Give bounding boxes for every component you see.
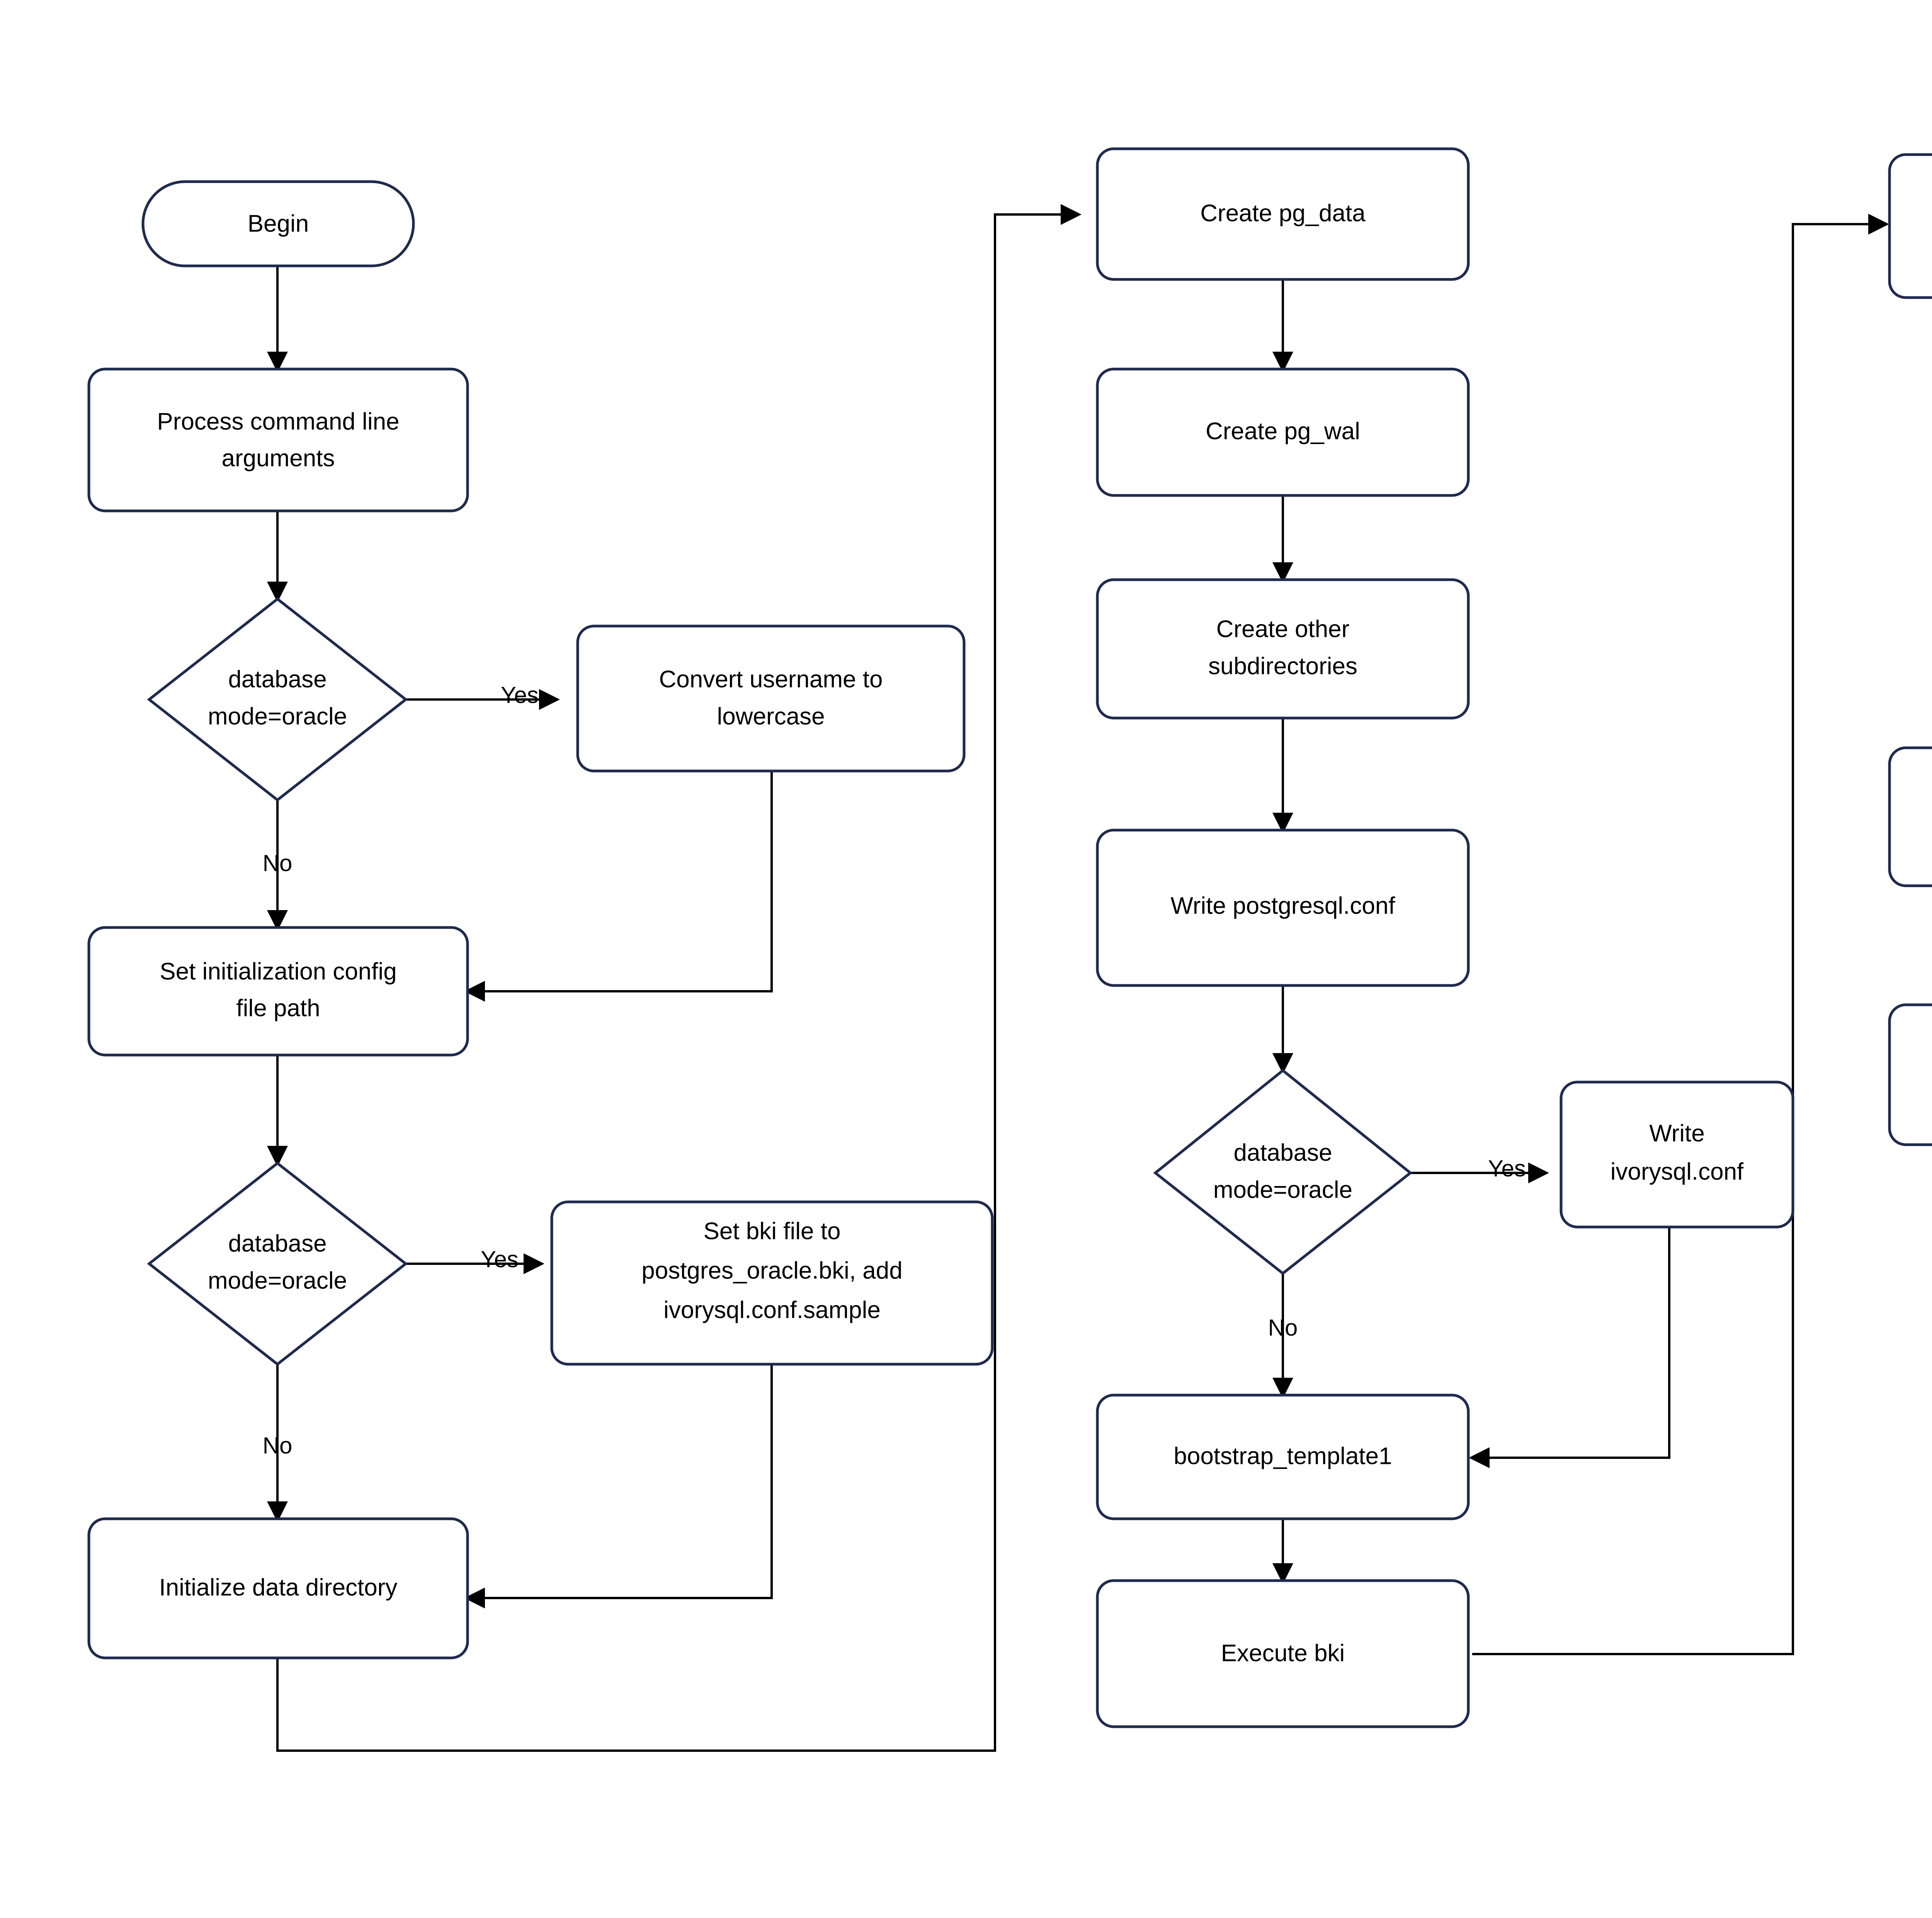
create-other-label-line1: Create other: [1216, 616, 1350, 642]
create-pg-wal-shape: [1096, 368, 1470, 497]
process-args-label-line1: Process command line: [157, 408, 399, 435]
node-decision-database-mode-oracle-1[interactable]: database mode=oracle: [147, 597, 408, 802]
load-templates-shape: [1888, 746, 1932, 887]
write-ivoryconf-shape: [1560, 1081, 1794, 1229]
edge-labels-layer: Yes No Yes No Yes No Yes No: [263, 682, 1526, 1458]
bootstrap-tmpl1-shape: [1096, 1394, 1470, 1520]
edge-label-yes-1: Yes: [501, 682, 539, 708]
edge-set-bki-file-to-init-data-dir: [464, 1364, 773, 1608]
node-load-template-databases[interactable]: Load template0, postgres, ivorysql datab…: [1888, 746, 1932, 887]
node-create-pg-data[interactable]: Create pg_data: [1096, 147, 1470, 281]
node-print-completion-message[interactable]: Print completion message: [1888, 1003, 1932, 1146]
create-other-label-line2: subdirectories: [1208, 653, 1357, 679]
init-db-objects-shape: [1888, 153, 1932, 299]
edge-label-no-2: No: [263, 1433, 293, 1458]
node-initialize-data-directory[interactable]: Initialize data directory: [87, 1517, 469, 1659]
process-args-label-line2: arguments: [222, 445, 335, 471]
node-bootstrap-template1[interactable]: bootstrap_template1: [1096, 1394, 1470, 1520]
node-initialize-database-objects[interactable]: Initialize database objects: [1888, 153, 1932, 299]
edge-convert-username-to-set-config-path: [464, 771, 773, 1002]
decision2-label-line2: mode=oracle: [208, 1267, 347, 1294]
decision2-shape: [147, 1161, 408, 1366]
node-write-postgresql-conf[interactable]: Write postgresql.conf: [1096, 829, 1470, 987]
begin-shape: [141, 180, 415, 267]
write-ivoryconf-label-line1: Write: [1649, 1120, 1705, 1147]
node-convert-username-to-lowercase[interactable]: Convert username to lowercase: [576, 625, 966, 773]
print-completion-shape: [1888, 1003, 1932, 1146]
edge-label-no-1: No: [263, 850, 293, 876]
convert-username-label-line1: Convert username to: [659, 666, 883, 693]
edge-execute-bki-to-init-db-objects: [1472, 214, 1889, 1655]
create-pg-data-shape: [1096, 147, 1470, 281]
set-config-path-shape: [87, 926, 469, 1057]
set-bki-file-label-line3: ivorysql.conf.sample: [663, 1297, 881, 1323]
node-decision-database-mode-oracle-3[interactable]: database mode=oracle: [1153, 1069, 1413, 1275]
node-begin[interactable]: Begin: [141, 180, 415, 267]
decision3-label-line1: database: [1233, 1139, 1332, 1166]
set-config-path-label-line1: Set initialization config: [160, 958, 396, 985]
decision1-shape: [147, 597, 408, 802]
node-write-ivorysql-conf[interactable]: Write ivorysql.conf: [1560, 1081, 1794, 1229]
write-pgconf-shape: [1096, 829, 1470, 987]
begin-label: Begin: [248, 210, 309, 237]
decision3-label-line2: mode=oracle: [1213, 1176, 1352, 1203]
convert-username-shape: [576, 625, 966, 773]
execute-bki-shape: [1096, 1579, 1470, 1728]
init-data-dir-shape: [87, 1517, 469, 1659]
decision2-label-line1: database: [228, 1230, 327, 1257]
create-other-shape: [1096, 578, 1470, 720]
node-set-initialization-config-file-path[interactable]: Set initialization config file path: [87, 926, 469, 1057]
convert-username-label-line2: lowercase: [717, 703, 825, 730]
write-pgconf-label-line1: Write postgresql.conf: [1170, 892, 1395, 919]
edge-init-data-dir-to-create-pg-data: [276, 204, 1082, 1752]
node-process-command-line-arguments[interactable]: Process command line arguments: [87, 368, 469, 512]
edge-label-no-3: No: [1268, 1315, 1298, 1341]
set-bki-file-shape: [550, 1200, 994, 1366]
decision1-label-line2: mode=oracle: [208, 703, 347, 730]
process-args-shape: [87, 368, 469, 512]
create-pg-data-label-line1: Create pg_data: [1200, 200, 1366, 226]
init-data-dir-label-line1: Initialize data directory: [159, 1574, 398, 1601]
create-pg-wal-label-line1: Create pg_wal: [1206, 418, 1360, 444]
node-create-pg-wal[interactable]: Create pg_wal: [1096, 368, 1470, 497]
node-decision-database-mode-oracle-2[interactable]: database mode=oracle: [147, 1161, 408, 1366]
set-config-path-label-line2: file path: [236, 995, 320, 1021]
edge-label-yes-2: Yes: [481, 1246, 519, 1272]
decision1-label-line1: database: [228, 666, 327, 693]
bootstrap-tmpl1-label-line1: bootstrap_template1: [1173, 1443, 1392, 1469]
edge-label-yes-3: Yes: [1488, 1156, 1526, 1181]
set-bki-file-label-line1: Set bki file to: [704, 1218, 841, 1244]
write-ivoryconf-label-line2: ivorysql.conf: [1611, 1158, 1744, 1185]
edges-layer: [267, 204, 1889, 1752]
node-set-bki-file[interactable]: Set bki file to postgres_oracle.bki, add…: [550, 1200, 994, 1366]
edge-write-ivoryconf-to-bootstrap-tmpl1: [1469, 1175, 1670, 1468]
execute-bki-label-line1: Execute bki: [1221, 1640, 1345, 1666]
set-bki-file-label-line2: postgres_oracle.bki, add: [641, 1257, 903, 1284]
node-execute-bki[interactable]: Execute bki: [1096, 1579, 1470, 1728]
node-create-other-subdirectories[interactable]: Create other subdirectories: [1096, 578, 1470, 720]
decision3-shape: [1153, 1069, 1413, 1275]
